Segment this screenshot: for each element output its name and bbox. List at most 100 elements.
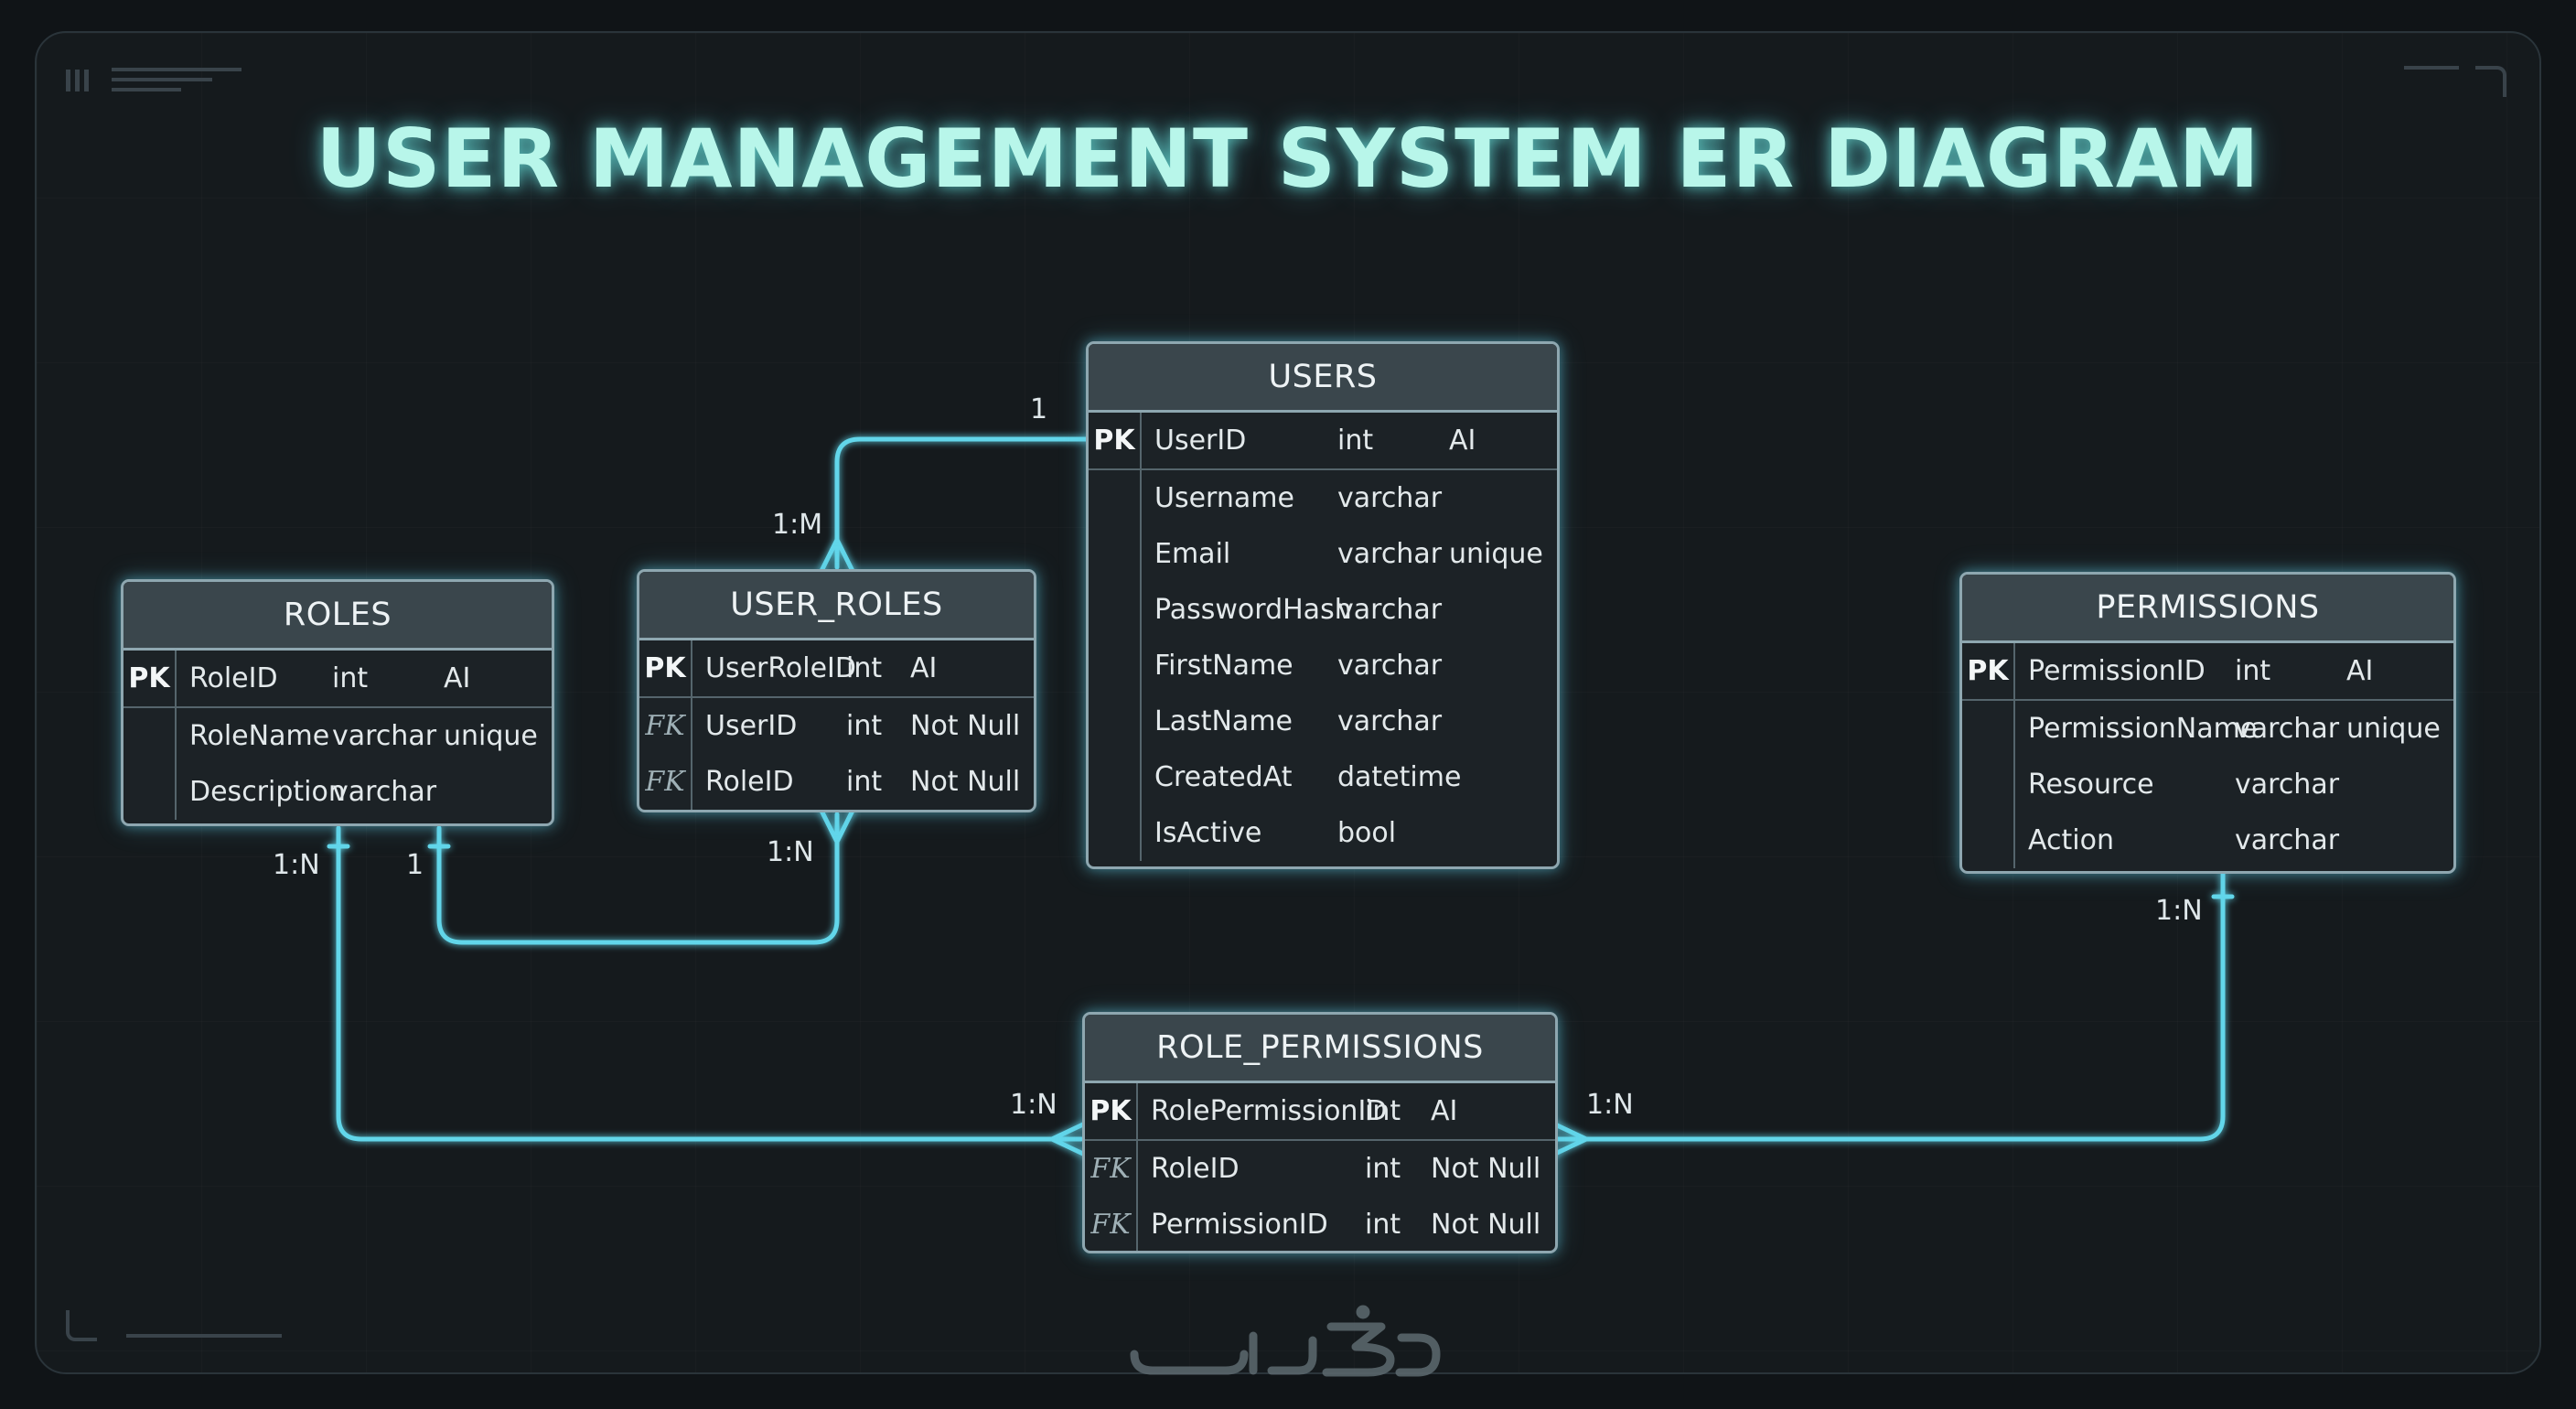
field-type: varchar — [1337, 650, 1443, 682]
table-row: Resource varchar — [1962, 757, 2453, 812]
table-row: RoleName varchar unique — [123, 708, 552, 764]
field-name: LastName — [1154, 705, 1293, 737]
corner-dash-bl — [126, 1334, 282, 1338]
corner-line-3 — [112, 88, 181, 91]
field-constraint: AI — [910, 652, 938, 684]
key-cell — [1089, 638, 1142, 694]
entity-roles[interactable]: ROLES PK RoleID int AI RoleName varchar … — [121, 579, 554, 826]
field-name: Username — [1154, 482, 1294, 514]
corner-bar-2 — [75, 70, 80, 91]
key-cell — [1089, 582, 1142, 638]
table-row: FK RoleID int Not Null — [639, 754, 1034, 810]
entity-title: USER_ROLES — [639, 572, 1034, 640]
field-name: IsActive — [1154, 817, 1262, 849]
key-cell — [1089, 694, 1142, 749]
field-name: Action — [2028, 824, 2114, 856]
link-roles-rolepermissions — [336, 825, 1084, 1142]
field-name: UserRoleID — [705, 652, 856, 684]
field-constraint: unique — [2346, 713, 2441, 745]
table-row: PK RolePermissionID int AI — [1085, 1083, 1555, 1141]
field-constraint: AI — [444, 662, 471, 694]
field-name: UserID — [1154, 425, 1247, 457]
field-type: varchar — [1337, 594, 1443, 626]
table-row: PK UserRoleID int AI — [639, 640, 1034, 698]
field-type: int — [846, 652, 883, 684]
field-type: int — [846, 710, 883, 742]
field-name: Resource — [2028, 769, 2154, 801]
field-type: int — [1337, 425, 1374, 457]
field-type: int — [846, 766, 883, 798]
key-cell: PK — [123, 651, 177, 706]
key-cell: PK — [1089, 413, 1142, 468]
field-type: datetime — [1337, 761, 1462, 793]
corner-bracket-tr — [2475, 66, 2506, 97]
entity-user-roles[interactable]: USER_ROLES PK UserRoleID int AI FK UserI… — [637, 569, 1036, 812]
key-cell: FK — [639, 698, 692, 754]
crowfoot-users-userroles — [819, 537, 855, 574]
table-row: PK UserID int AI — [1089, 413, 1557, 470]
field-constraint: Not Null — [910, 710, 1021, 742]
field-name: Description — [189, 776, 346, 808]
field-type: int — [1365, 1095, 1401, 1127]
field-name: FirstName — [1154, 650, 1293, 682]
entity-title: PERMISSIONS — [1962, 575, 2453, 643]
field-constraint: Not Null — [1431, 1153, 1541, 1185]
crowfoot-roles-userroles — [819, 808, 855, 844]
field-type: varchar — [2235, 713, 2340, 745]
table-row: CreatedAt datetime — [1089, 749, 1557, 805]
field-name: RolePermissionID — [1151, 1095, 1388, 1127]
entity-title: ROLE_PERMISSIONS — [1085, 1015, 1555, 1083]
crowfoot-permissions-rolepermissions — [1551, 1121, 1589, 1157]
link-permissions-rolepermissions — [1554, 871, 2226, 1142]
key-cell — [123, 708, 177, 764]
entity-role-permissions[interactable]: ROLE_PERMISSIONS PK RolePermissionID int… — [1082, 1012, 1558, 1253]
entity-title: USERS — [1089, 344, 1557, 413]
label-permissions-n: 1:N — [2155, 895, 2203, 927]
key-cell — [1089, 749, 1142, 805]
field-name: RoleID — [1151, 1153, 1240, 1185]
entity-title: ROLES — [123, 582, 552, 651]
table-row: FK UserID int Not Null — [639, 698, 1034, 754]
key-cell — [1089, 526, 1142, 582]
key-cell — [1089, 470, 1142, 526]
table-row: PermissionName varchar unique — [1962, 701, 2453, 757]
label-roles-one: 1 — [406, 849, 424, 881]
corner-dash-tr — [2404, 66, 2459, 70]
field-constraint: unique — [444, 720, 538, 752]
entity-permissions[interactable]: PERMISSIONS PK PermissionID int AI Permi… — [1959, 572, 2456, 874]
field-type: varchar — [2235, 769, 2340, 801]
field-constraint: Not Null — [1431, 1209, 1541, 1241]
field-constraint: Not Null — [910, 766, 1021, 798]
key-cell — [1962, 812, 2015, 868]
entity-users[interactable]: USERS PK UserID int AI Username varchar … — [1086, 341, 1560, 869]
field-name: CreatedAt — [1154, 761, 1293, 793]
link-users-userroles — [834, 436, 1091, 570]
field-type: int — [1365, 1153, 1401, 1185]
table-row: FK RoleID int Not Null — [1085, 1141, 1555, 1197]
field-type: varchar — [2235, 824, 2340, 856]
field-name: PermissionID — [2028, 655, 2206, 687]
key-cell: FK — [639, 754, 692, 810]
field-type: int — [1365, 1209, 1401, 1241]
corner-bracket-bl — [66, 1310, 97, 1341]
table-row: PK RoleID int AI — [123, 651, 552, 708]
link-roles-userroles — [436, 812, 840, 945]
field-type: varchar — [1337, 705, 1443, 737]
field-constraint: AI — [1431, 1095, 1458, 1127]
corner-bar-1 — [66, 70, 70, 91]
field-name: RoleName — [189, 720, 330, 752]
field-type: int — [332, 662, 369, 694]
key-cell: FK — [1085, 1197, 1138, 1251]
field-type: int — [2235, 655, 2271, 687]
field-name: PermissionID — [1151, 1209, 1328, 1241]
field-type: varchar — [1337, 538, 1443, 570]
label-userroles-n: 1:N — [767, 836, 814, 868]
field-constraint: AI — [1449, 425, 1476, 457]
corner-line-2 — [112, 78, 212, 81]
field-type: varchar — [332, 720, 437, 752]
field-name: PermissionName — [2028, 713, 2258, 745]
corner-line-1 — [112, 68, 242, 71]
field-name: RoleID — [705, 766, 794, 798]
field-name: PasswordHash — [1154, 594, 1352, 626]
field-type: varchar — [1337, 482, 1443, 514]
